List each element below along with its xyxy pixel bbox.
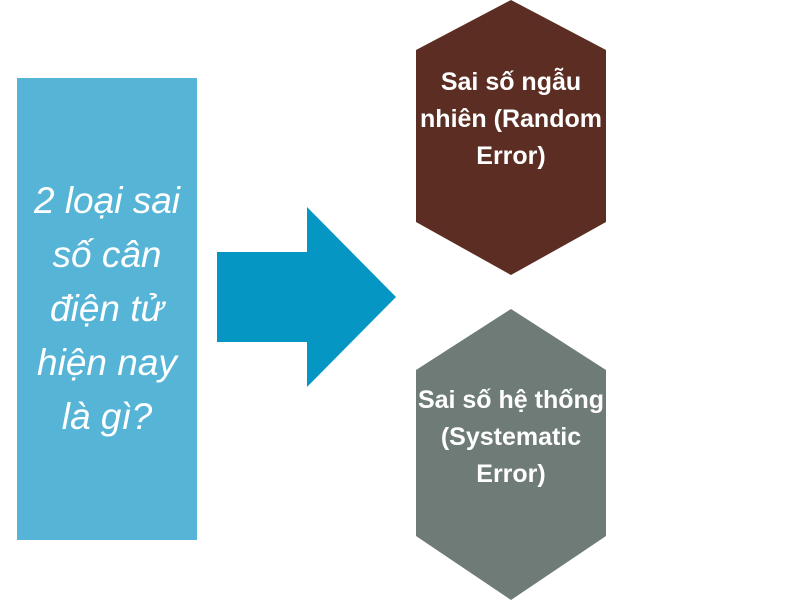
systematic-error-label: Sai số hệ thống (Systematic Error): [417, 386, 605, 488]
question-box: 2 loại sai số cân điện tử hiện nay là gì…: [17, 78, 197, 540]
question-text: 2 loại sai số cân điện tử hiện nay là gì…: [33, 180, 181, 437]
hexagon-random-error: [416, 0, 606, 275]
hexagon-systematic-error: [416, 309, 606, 600]
random-error-label: Sai số ngẫu nhiên (Random Error): [420, 68, 602, 170]
arrow-right-icon: [217, 207, 396, 387]
